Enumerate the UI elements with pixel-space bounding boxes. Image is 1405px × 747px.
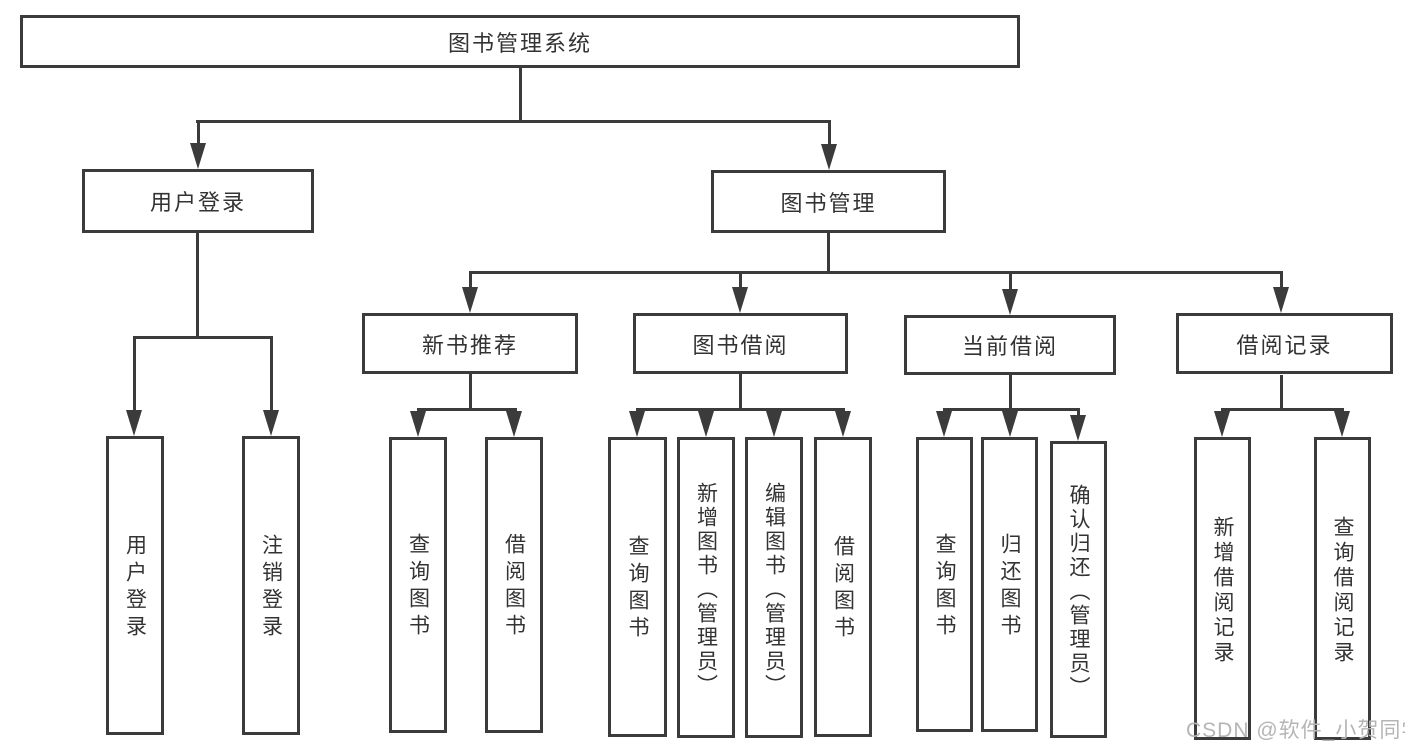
node-borrow-record-label: 借阅记录 [1236, 332, 1333, 358]
node-borrow-record: 借阅记录 [1176, 313, 1393, 374]
node-book-mgmt: 图书管理 [711, 170, 946, 233]
connector-arrow-stem [270, 336, 273, 414]
arrow-down-icon [1070, 415, 1086, 441]
leaf-record-add-label: 新增借阅记录 [1211, 515, 1234, 666]
connector-arrow-stem [469, 271, 472, 293]
connector-arrow-stem [133, 336, 136, 414]
arrow-down-icon [190, 143, 206, 169]
connector-arrow-stem [739, 271, 742, 293]
leaf-record-query-label: 查询借阅记录 [1331, 515, 1354, 666]
arrow-down-icon [835, 411, 851, 437]
arrow-down-icon [732, 287, 748, 313]
leaf-newbook-query: 查询图书 [389, 437, 447, 733]
leaf-user-login-label: 用户登录 [123, 533, 147, 642]
arrow-down-icon [506, 411, 522, 437]
arrow-down-icon [1002, 289, 1018, 315]
connector-bookborrow-stem [739, 374, 742, 408]
leaf-current-return: 归还图书 [981, 437, 1038, 732]
node-root-label: 图书管理系统 [447, 30, 592, 56]
arrow-down-icon [1002, 411, 1018, 437]
node-root: 图书管理系统 [20, 15, 1020, 68]
leaf-borrow-borrow-label: 借阅图书 [831, 535, 855, 643]
leaf-user-login: 用户登录 [106, 436, 164, 735]
leaf-newbook-query-label: 查询图书 [406, 533, 430, 641]
leaf-borrow-add-label: 新增图书（管理员） [694, 481, 718, 698]
leaf-logout-label: 注销登录 [259, 533, 283, 642]
connector-arrow-stem [1077, 408, 1080, 420]
connector-borrowrecord-rail [1222, 408, 1344, 411]
leaf-current-confirm-label: 确认归还（管理员） [1067, 483, 1090, 700]
leaf-record-add: 新增借阅记录 [1194, 437, 1251, 740]
connector-currentborrow-stem [1009, 375, 1012, 408]
connector-arrow-stem [197, 120, 200, 149]
arrow-down-icon [629, 411, 645, 437]
connector-newbook-stem [469, 374, 472, 408]
connector-arrow-stem [1280, 271, 1283, 293]
connector-root-rail [196, 120, 831, 123]
leaf-logout: 注销登录 [242, 436, 300, 735]
node-current-borrow-label: 当前借阅 [961, 334, 1058, 359]
arrow-down-icon [936, 411, 952, 437]
connector-bookmgmt-rail [469, 271, 1282, 274]
connector-arrow-stem [828, 120, 831, 149]
leaf-borrow-query: 查询图书 [608, 437, 667, 737]
leaf-borrow-borrow: 借阅图书 [814, 437, 872, 737]
arrow-down-icon [1273, 287, 1289, 313]
arrow-down-icon [263, 410, 279, 436]
arrow-down-icon [698, 411, 714, 437]
arrow-down-icon [821, 144, 837, 170]
arrow-down-icon [766, 411, 782, 437]
connector-userlogin-rail [134, 336, 273, 339]
node-book-borrow: 图书借阅 [633, 313, 848, 374]
leaf-borrow-edit-label: 编辑图书（管理员） [762, 481, 786, 698]
connector-root-stem [519, 67, 522, 120]
node-current-borrow: 当前借阅 [904, 315, 1116, 375]
connector-borrowrecord-stem [1280, 375, 1283, 408]
connector-arrow-stem [1009, 271, 1012, 293]
connector-userlogin-stem [196, 233, 199, 336]
arrow-down-icon [1334, 411, 1350, 437]
arrow-down-icon [126, 410, 142, 436]
node-user-login-label: 用户登录 [149, 190, 246, 215]
csdn-watermark: CSDN @软件_小贺同学 [1186, 719, 1405, 742]
connector-currentborrow-rail [944, 408, 1080, 411]
node-new-book: 新书推荐 [362, 313, 578, 374]
node-book-borrow-label: 图书借阅 [692, 332, 789, 358]
arrow-down-icon [462, 287, 478, 313]
node-book-mgmt-label: 图书管理 [780, 190, 877, 216]
leaf-current-query-label: 查询图书 [933, 532, 956, 641]
leaf-newbook-borrow: 借阅图书 [485, 437, 543, 733]
leaf-borrow-add: 新增图书（管理员） [677, 437, 735, 738]
leaf-borrow-edit: 编辑图书（管理员） [745, 437, 803, 738]
connector-bookmgmt-stem [827, 233, 830, 271]
leaf-record-query: 查询借阅记录 [1314, 437, 1371, 740]
leaf-current-query: 查询图书 [916, 437, 973, 732]
node-user-login: 用户登录 [82, 169, 314, 233]
leaf-newbook-borrow-label: 借阅图书 [502, 533, 526, 641]
leaf-current-return-label: 归还图书 [998, 532, 1021, 641]
connector-bookborrow-rail [636, 408, 844, 411]
arrow-down-icon [410, 411, 426, 437]
arrow-down-icon [1214, 411, 1230, 437]
leaf-borrow-query-label: 查询图书 [626, 535, 649, 643]
node-new-book-label: 新书推荐 [421, 332, 518, 358]
leaf-current-confirm: 确认归还（管理员） [1050, 441, 1107, 738]
connector-newbook-rail [418, 408, 517, 411]
